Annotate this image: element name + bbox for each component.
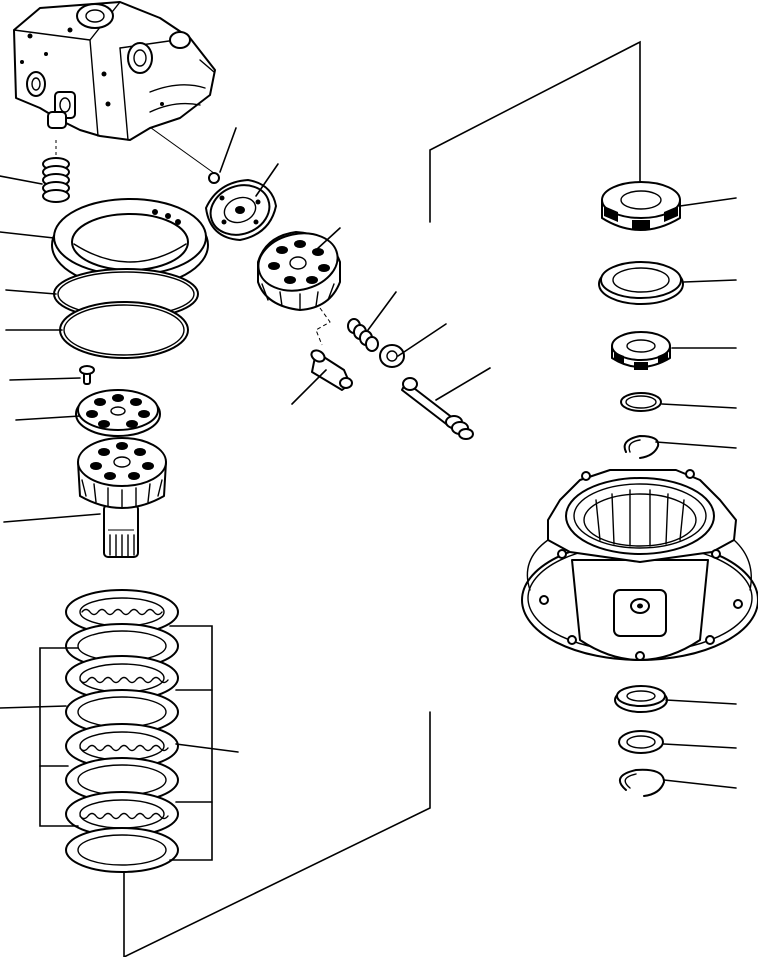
shaft-pin [401, 377, 474, 440]
oil-seal [598, 261, 684, 305]
valve-plate-small [75, 389, 161, 437]
o-ring-lower [59, 301, 189, 359]
cylinder-block [257, 231, 341, 311]
piston-pin [310, 349, 353, 391]
motor-valve-housing [13, 1, 216, 141]
spring-stack [42, 140, 70, 203]
ring-lower [618, 730, 664, 754]
roller-bearing-small [611, 331, 671, 370]
snap-ring-lower [618, 768, 665, 797]
brake-piston [51, 198, 209, 288]
friction-plate-stack [39, 589, 213, 873]
screw [79, 365, 95, 385]
spring-small [347, 318, 379, 352]
ball [208, 172, 220, 184]
motor-case [521, 469, 758, 661]
snap-ring-1 [620, 392, 662, 412]
snap-ring-2 [623, 435, 660, 459]
seal-lower [614, 685, 668, 713]
cylinder-block-shaft [77, 437, 167, 558]
valve-plate [205, 179, 277, 241]
leader-lines [0, 127, 737, 789]
roller-bearing-large [601, 181, 681, 231]
assembly-frame-lines [123, 40, 641, 957]
bushing [379, 344, 405, 368]
